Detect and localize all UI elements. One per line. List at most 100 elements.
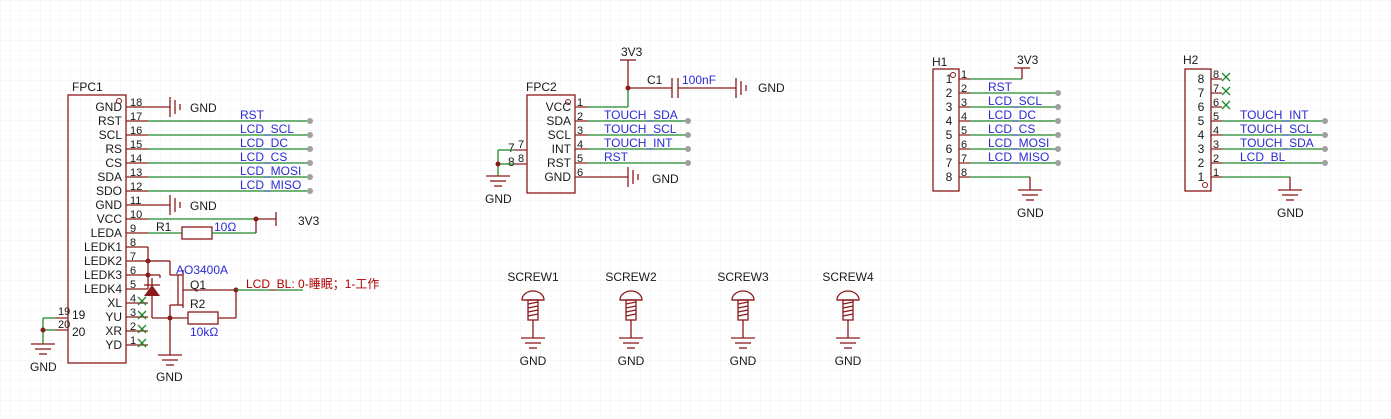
fpc1-pin-num: 12: [130, 181, 142, 193]
screw-head-icon: [731, 290, 755, 301]
fpc1-left-gnd: GND: [30, 317, 57, 374]
h1-pin-name: 7: [946, 156, 953, 170]
fpc2-pin-num: 5: [577, 153, 583, 165]
fpc1-pin-num: 18: [130, 97, 142, 109]
fpc1-pin-num: 6: [130, 265, 136, 277]
fpc1-pin-num: 7: [130, 251, 136, 263]
h1-net-rst: RST: [988, 80, 1013, 94]
q1-gnd-label: GND: [156, 370, 183, 384]
fpc1-side-pin-20: 20: [72, 325, 86, 339]
h2-pin-num: 5: [1213, 111, 1219, 123]
net-label-rst: RST: [240, 108, 265, 122]
h1-pin-num: 6: [961, 139, 967, 151]
fpc2-wiring: 3V3 C1 100nF GND GND GND: [485, 45, 785, 206]
fpc2-pin-name: GND: [544, 170, 571, 184]
h1-pin1-marker: [950, 72, 956, 78]
fpc1-pin-name: CS: [105, 156, 122, 170]
fpc1-pin-name: LEDK4: [84, 282, 122, 296]
net-label-lcd-miso: LCD_MISO: [240, 178, 301, 192]
fpc2-side-num-7: 7: [518, 139, 524, 151]
fpc1-pin-name: LEDA: [91, 226, 122, 240]
fpc1-pin-name: SDO: [96, 184, 122, 198]
h1-body: [932, 68, 960, 192]
net-label-touch-scl: TOUCH_SCL: [604, 122, 677, 136]
fpc2-pin-num: 2: [577, 111, 583, 123]
fpc1-pin-name: YD: [105, 338, 122, 352]
screw-gnd-label: GND: [618, 354, 645, 368]
fpc2-pin1-marker: [565, 99, 571, 105]
fpc1-gnd2-label: GND: [190, 199, 217, 213]
h2-pin-name: 4: [1198, 128, 1205, 142]
fpc2-pin-name: SCL: [548, 128, 572, 142]
h1-pin-num: 7: [961, 153, 967, 165]
h1-pin-name: 4: [946, 114, 953, 128]
fpc2-pin-num: 6: [577, 167, 583, 179]
h1-net-lcd-cs: LCD_CS: [988, 122, 1035, 136]
fpc2-side-pin-8: 8: [508, 155, 515, 169]
fpc1-pin-num: 10: [130, 209, 142, 221]
fpc1-gnd2: GND: [148, 195, 217, 215]
r1-ref: R1: [156, 220, 172, 234]
h1-pin-name: 6: [946, 142, 953, 156]
r2-ref: R2: [190, 297, 206, 311]
h2-pin-num: 4: [1213, 125, 1219, 137]
h2-pin-name: 1: [1198, 170, 1205, 184]
h2-net-lcd-bl: LCD_BL: [1240, 150, 1286, 164]
screw-ref: SCREW3: [717, 270, 769, 284]
fpc1-pin-name: GND: [95, 100, 122, 114]
net-label-lcd-cs: LCD_CS: [240, 150, 287, 164]
h2-pin-name: 5: [1198, 114, 1205, 128]
fpc1-vcc-r1: 3V3 R1 10Ω: [148, 212, 320, 240]
screw-head-icon: [836, 290, 860, 301]
c1-value: 100nF: [682, 73, 716, 87]
fpc1-side-pin-19: 19: [72, 308, 86, 322]
fpc1-pin-name: VCC: [97, 212, 123, 226]
fpc2-gnd-label: GND: [652, 172, 679, 186]
fpc1-pin-num: 15: [130, 139, 142, 151]
fpc2-pin-num: 3: [577, 125, 583, 137]
h2-pin-name: 6: [1198, 100, 1205, 114]
h1-pin-num: 5: [961, 125, 967, 137]
h1-net-lcd-miso: LCD_MISO: [988, 150, 1049, 164]
h2-pin-num: 2: [1213, 153, 1219, 165]
h2-gnd-label: GND: [1277, 206, 1304, 220]
fpc1-pin1-marker: [116, 98, 122, 104]
screw-ref: SCREW4: [822, 270, 874, 284]
net-label-touch-int: TOUCH_INT: [604, 136, 673, 150]
h1-net-lcd-scl: LCD_SCL: [988, 94, 1042, 108]
h1-pin-name: 5: [946, 128, 953, 142]
fpc2-side-num-8: 8: [518, 153, 524, 165]
net-label-fpc2-rst: RST: [604, 150, 629, 164]
fpc1-pin-num: 5: [130, 279, 136, 291]
fpc1-pin-name: XL: [107, 296, 122, 310]
h2-pin-name: 3: [1198, 142, 1205, 156]
net-label-lcd-dc: LCD_DC: [240, 136, 288, 150]
fpc1-pin-num: 2: [130, 321, 136, 333]
fpc2-side-pin-7: 7: [508, 141, 515, 155]
fpc1-pin-num: 8: [130, 237, 136, 249]
c1-ref: C1: [647, 73, 663, 87]
h2-wiring: GND: [1221, 72, 1328, 220]
h2-body: [1184, 68, 1212, 192]
fpc1-pin-num: 13: [130, 167, 142, 179]
h1-pin-num: 2: [961, 83, 967, 95]
net-label-lcd-mosi: LCD_MOSI: [240, 164, 301, 178]
screw-gnd-label: GND: [835, 354, 862, 368]
h2-net-touch-sda: TOUCH_SDA: [1240, 136, 1314, 150]
fpc1-no-connect-marks: [137, 296, 147, 348]
fpc2-pin-name: INT: [552, 142, 572, 156]
h1-pin-name: 2: [946, 86, 953, 100]
fpc1-gnd1: GND: [148, 97, 217, 117]
h1-ref: H1: [932, 55, 948, 69]
h1-net-lcd-mosi: LCD_MOSI: [988, 136, 1049, 150]
